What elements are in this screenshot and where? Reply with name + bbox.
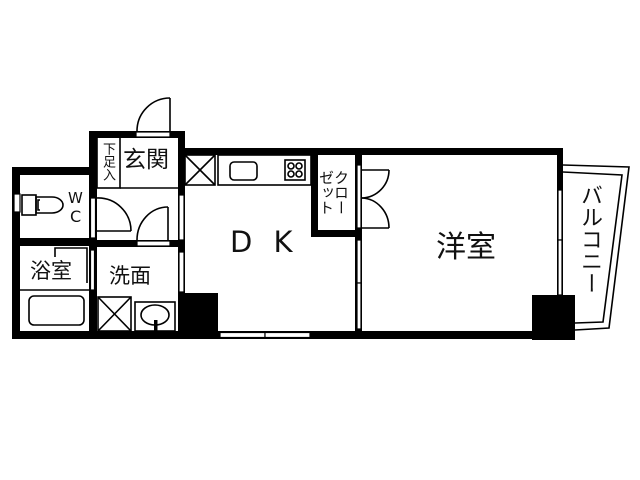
dk-window-left bbox=[219, 331, 266, 339]
room-label-closet-line1: クロー bbox=[332, 170, 350, 215]
column-left bbox=[180, 293, 218, 339]
western-window-upper bbox=[557, 189, 563, 241]
room-label-washroom: 洗面 bbox=[109, 264, 151, 288]
entrance-door-opening bbox=[135, 131, 171, 138]
western-window-lower bbox=[557, 239, 563, 296]
room-label-toilet-c: C bbox=[70, 207, 82, 226]
room-label-bath: 浴室 bbox=[30, 259, 72, 283]
partition-sliding-lower bbox=[356, 282, 362, 330]
room-label-toilet-w: W bbox=[68, 189, 83, 207]
wash-dk-opening bbox=[178, 251, 185, 293]
hall-dk-opening bbox=[178, 194, 185, 241]
room-label-shoe-closet: 下足入 bbox=[100, 142, 115, 181]
wash-door-opening bbox=[136, 240, 171, 247]
fixtures bbox=[20, 97, 630, 332]
closet-door-opening bbox=[356, 164, 362, 229]
room-label-closet-line2: ゼット bbox=[317, 170, 335, 215]
dk-window-right bbox=[264, 331, 311, 339]
room-label-western-room: 洋室 bbox=[436, 230, 496, 265]
wc-window bbox=[13, 193, 21, 213]
wc-door-opening bbox=[89, 197, 97, 239]
openings bbox=[13, 131, 563, 339]
bath-door-opening bbox=[89, 249, 96, 291]
room-label-entrance: 玄関 bbox=[123, 147, 169, 173]
faucet bbox=[154, 320, 158, 331]
room-label-dk: D K bbox=[230, 225, 299, 259]
column-right bbox=[532, 295, 575, 340]
partition-sliding-upper bbox=[356, 239, 362, 284]
room-label-balcony: バルコニー bbox=[577, 184, 602, 294]
